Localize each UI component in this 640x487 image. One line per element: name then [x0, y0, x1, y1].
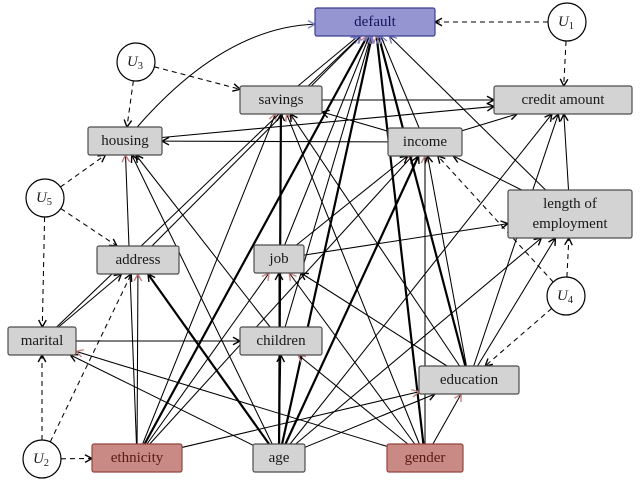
node-savings-label: savings: [259, 92, 304, 108]
edge-job-to-length_employment: [304, 224, 508, 256]
edge-gender-to-education: [433, 394, 461, 444]
node-length_employment-label-line0: length of: [543, 196, 597, 212]
edge-ethnicity-to-education: [182, 392, 419, 448]
node-marital: marital: [8, 327, 76, 355]
edge-age-to-income: [285, 156, 418, 444]
node-default-label: default: [354, 14, 396, 30]
edge-u3-to-housing: [127, 81, 133, 127]
edge-u1-to-credit_amount: [564, 41, 566, 86]
edge-u5-to-address: [61, 209, 117, 246]
node-age: age: [253, 444, 305, 472]
node-job-label: job: [268, 251, 288, 267]
node-default: default: [315, 8, 435, 36]
node-housing: housing: [88, 127, 162, 155]
edge-education-to-income: [428, 156, 467, 366]
node-housing-label: housing: [101, 133, 149, 149]
node-gender-label: gender: [405, 450, 446, 466]
edge-ethnicity-to-address: [137, 274, 138, 444]
edge-age-to-education: [305, 394, 435, 447]
node-u4: U4: [547, 277, 585, 315]
node-marital-label: marital: [21, 333, 63, 349]
edge-length_employment-to-income: [453, 156, 521, 190]
node-length_employment: length of employment: [508, 190, 632, 238]
node-savings: savings: [240, 86, 322, 114]
edge-income-to-housing: [162, 141, 388, 142]
node-length_employment-label-line1: employment: [533, 216, 609, 232]
edge-education-to-credit_amount: [474, 114, 559, 366]
node-children: children: [240, 327, 322, 355]
node-u3: U3: [117, 43, 155, 81]
edge-age-to-housing: [132, 155, 272, 444]
node-age-label: age: [269, 450, 290, 466]
edge-job-to-income: [296, 156, 407, 245]
node-u2: U2: [23, 440, 61, 478]
edge-education-to-length_employment: [478, 238, 556, 366]
edge-ethnicity-to-housing: [126, 155, 137, 444]
edge-gender-to-marital: [76, 351, 387, 446]
node-children-label: children: [256, 333, 306, 349]
edge-gender-to-children: [298, 355, 408, 444]
edge-u5-to-marital: [42, 217, 44, 327]
edge-children-to-default: [285, 36, 371, 327]
edge-age-to-address: [148, 274, 269, 444]
edge-length_employment-to-credit_amount: [564, 114, 569, 190]
edge-u5-to-housing: [60, 155, 105, 187]
node-u1: U1: [548, 3, 586, 41]
edge-gender-to-savings: [287, 114, 420, 444]
node-credit_amount: credit amount: [494, 86, 632, 114]
edge-savings-to-default: [298, 36, 358, 86]
node-credit_amount-label: credit amount: [522, 92, 606, 108]
edge-ethnicity-to-savings: [143, 114, 276, 444]
edge-u4-to-length_employment: [567, 238, 569, 277]
node-education-label: education: [440, 372, 499, 388]
node-education: education: [419, 366, 519, 394]
node-ethnicity-label: ethnicity: [111, 450, 164, 466]
node-job: job: [254, 245, 304, 273]
edge-marital-to-default: [57, 36, 361, 327]
node-income-label: income: [403, 134, 447, 150]
node-income: income: [388, 128, 462, 156]
node-address-label: address: [116, 252, 161, 268]
node-address: address: [97, 246, 179, 274]
node-gender: gender: [387, 444, 463, 472]
node-ethnicity: ethnicity: [92, 444, 182, 472]
edge-marital-to-address: [59, 274, 122, 327]
node-u5: U5: [26, 179, 64, 217]
